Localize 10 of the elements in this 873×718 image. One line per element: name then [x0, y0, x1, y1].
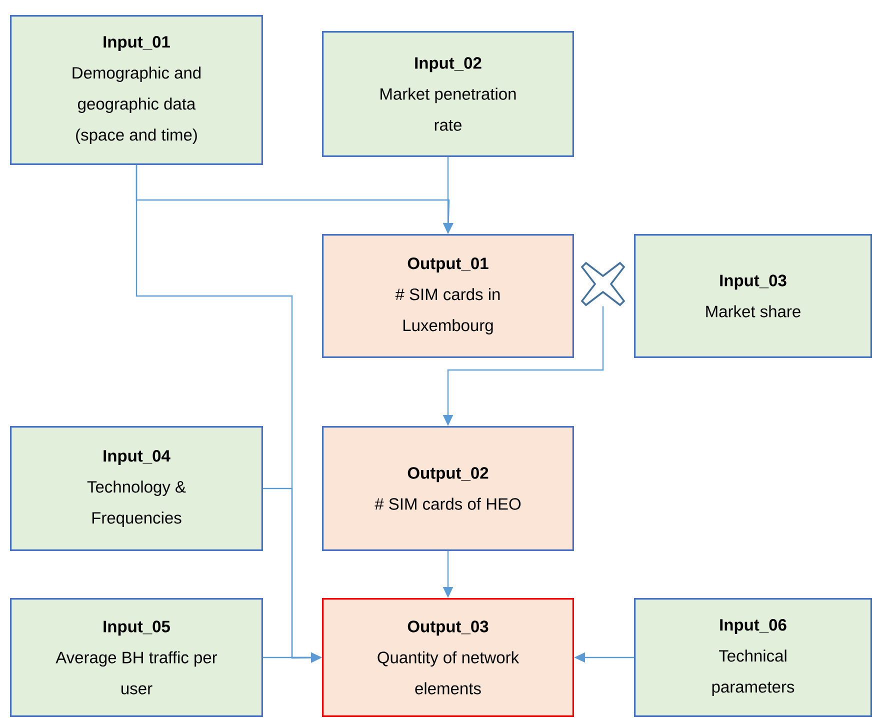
input-box: Input_03 Market share: [634, 234, 872, 358]
output-box: Output_01 # SIM cards in Luxembourg: [322, 234, 574, 358]
input-box: Input_05 Average BH traffic per user: [10, 598, 263, 717]
output-box: Output_02 # SIM cards of HEO: [322, 426, 574, 551]
input-box: Input_02 Market penetration rate: [322, 31, 574, 157]
input-box: Input_04 Technology & Frequencies: [10, 426, 263, 551]
input-box: Input_01 Demographic and geographic data (space and time): [10, 15, 263, 165]
input-box: Input_06 Technical parameters: [634, 598, 872, 717]
multiply-symbol: [580, 262, 626, 306]
output-box: Output_03 Quantity of network elements: [322, 598, 574, 717]
